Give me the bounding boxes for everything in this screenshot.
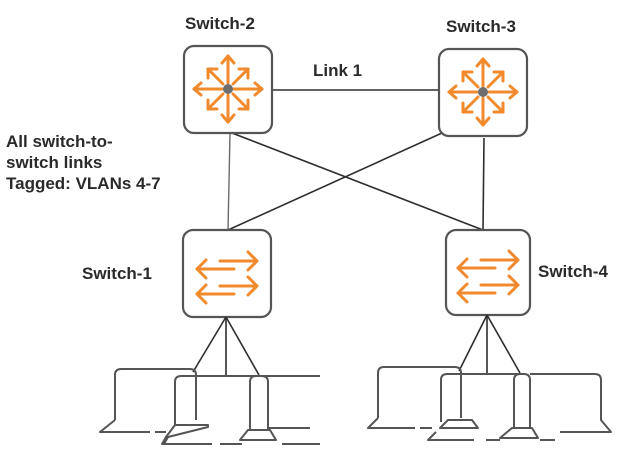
note-line: Tagged: VLANs 4-7 [6,174,161,193]
switch-4-box[interactable] [444,228,532,317]
uplink-endpoint [225,316,260,376]
access-switch-icon [456,249,520,304]
endpoint-group-switch-4 [367,314,612,441]
switch-3-node[interactable] [437,47,529,138]
hub-dot [223,84,233,94]
computer-icon [367,366,462,429]
uplink-endpoint [192,316,227,373]
computer-icon [99,368,197,433]
endpoint-group-switch-1 [99,316,320,445]
core-switch-icon [192,54,264,124]
uplink-endpoint [486,314,521,374]
link-switch3-switch4 [482,137,485,231]
links [227,89,485,231]
vlan-tagging-note: All switch-to- switch links Tagged: VLAN… [6,131,161,194]
switch-2-node[interactable] [182,44,274,135]
switch-1-box[interactable] [181,228,273,319]
switch-3-label: Switch-3 [446,17,516,36]
link-1-label: Link 1 [313,61,363,80]
link-switch2-switch4 [231,132,484,231]
switch-1-label: Switch-1 [82,264,152,283]
hub-dot [478,87,488,97]
switch-1-node[interactable] [181,228,273,319]
computer-icon [486,373,612,441]
computer-icon [427,373,520,441]
computer-icon [220,375,320,445]
core-switch-icon [447,57,519,127]
computer-icon [161,375,310,445]
link-switch2-switch1 [227,132,231,231]
note-line: switch links [6,153,103,172]
access-switch-icon [195,250,259,305]
uplink-endpoint [458,314,488,372]
note-line: All switch-to- [6,132,113,151]
link-switch3-switch1 [227,132,443,231]
switch-4-label: Switch-4 [538,262,608,281]
switch-4-node[interactable] [444,228,532,317]
switch-2-label: Switch-2 [185,14,255,33]
